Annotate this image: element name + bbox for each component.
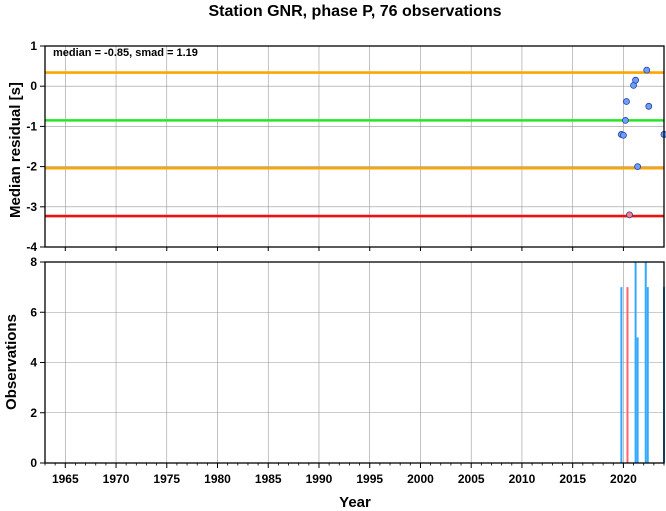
observations-bar (634, 262, 637, 463)
residual-point (634, 163, 642, 171)
residual-points (617, 66, 666, 219)
residual-point (623, 98, 630, 105)
observations-y-tick-label: 2 (30, 406, 37, 420)
residual-y-tick-label: 1 (30, 39, 37, 53)
residual-point (645, 102, 653, 110)
residual-point (643, 66, 651, 74)
year-tick-label: 2015 (559, 472, 586, 486)
observations-bar (646, 287, 649, 463)
residual-y-label: Median residual [s] (7, 82, 24, 218)
observations-bar (620, 287, 623, 463)
year-tick-label: 2005 (458, 472, 485, 486)
residual-x-tickmarks (64, 247, 624, 251)
x-axis-label: Year (339, 494, 371, 511)
residual-plot-frame (44, 45, 665, 248)
year-tick-label: 2020 (610, 472, 637, 486)
residual-reference-lines (45, 71, 664, 218)
residual-y-tick-label: 0 (30, 79, 37, 93)
median-annotation: median = -0.85, smad = 1.19 (53, 47, 198, 59)
observations-bar (644, 262, 647, 463)
residual-y-ticks: 1 0 -1 -2 -3 -4 (26, 39, 45, 254)
year-tick-label: 1985 (255, 472, 282, 486)
observations-y-tick-label: 4 (30, 356, 37, 370)
observations-y-tick-label: 0 (30, 456, 37, 470)
year-tick-label: 2010 (509, 472, 536, 486)
residual-y-tick-label: -1 (26, 119, 37, 133)
residual-y-tick-label: -3 (26, 200, 37, 214)
residual-y-tick-label: -4 (26, 240, 37, 254)
residual-point (632, 76, 639, 84)
year-tick-label: 2000 (407, 472, 434, 486)
year-tick-label: 1995 (356, 472, 383, 486)
chart-title: Station GNR, phase P, 76 observations (208, 3, 501, 20)
year-x-ticks: 1965 1970 1975 1980 1985 1990 1995 2000 2005 2010… (44, 463, 665, 486)
residual-point (626, 211, 633, 219)
observations-y-tick-label: 8 (30, 255, 37, 269)
observations-y-label: Observations (3, 314, 20, 410)
observations-y-tick-label: 6 (30, 305, 37, 319)
year-tick-label: 1980 (204, 472, 231, 486)
observations-grid (45, 261, 664, 464)
observations-bar (636, 337, 639, 463)
year-tick-label: 1965 (52, 472, 79, 486)
observations-y-ticks: 8 6 4 2 0 (30, 255, 45, 470)
observations-panel: 8 6 4 2 0 1965 1970 1975 1980 1985 1990 1995 2000 20… (3, 255, 665, 511)
observations-bar (626, 287, 629, 463)
residual-panel: 1 0 -1 -2 -3 -4 median = -0.85, smad = 1.19 M… (7, 39, 666, 254)
year-tick-label: 1970 (103, 472, 130, 486)
residual-point (620, 131, 627, 139)
year-tick-label: 1975 (153, 472, 180, 486)
year-tick-label: 1990 (306, 472, 333, 486)
residual-point (622, 116, 629, 124)
residual-y-tick-label: -2 (26, 160, 37, 174)
